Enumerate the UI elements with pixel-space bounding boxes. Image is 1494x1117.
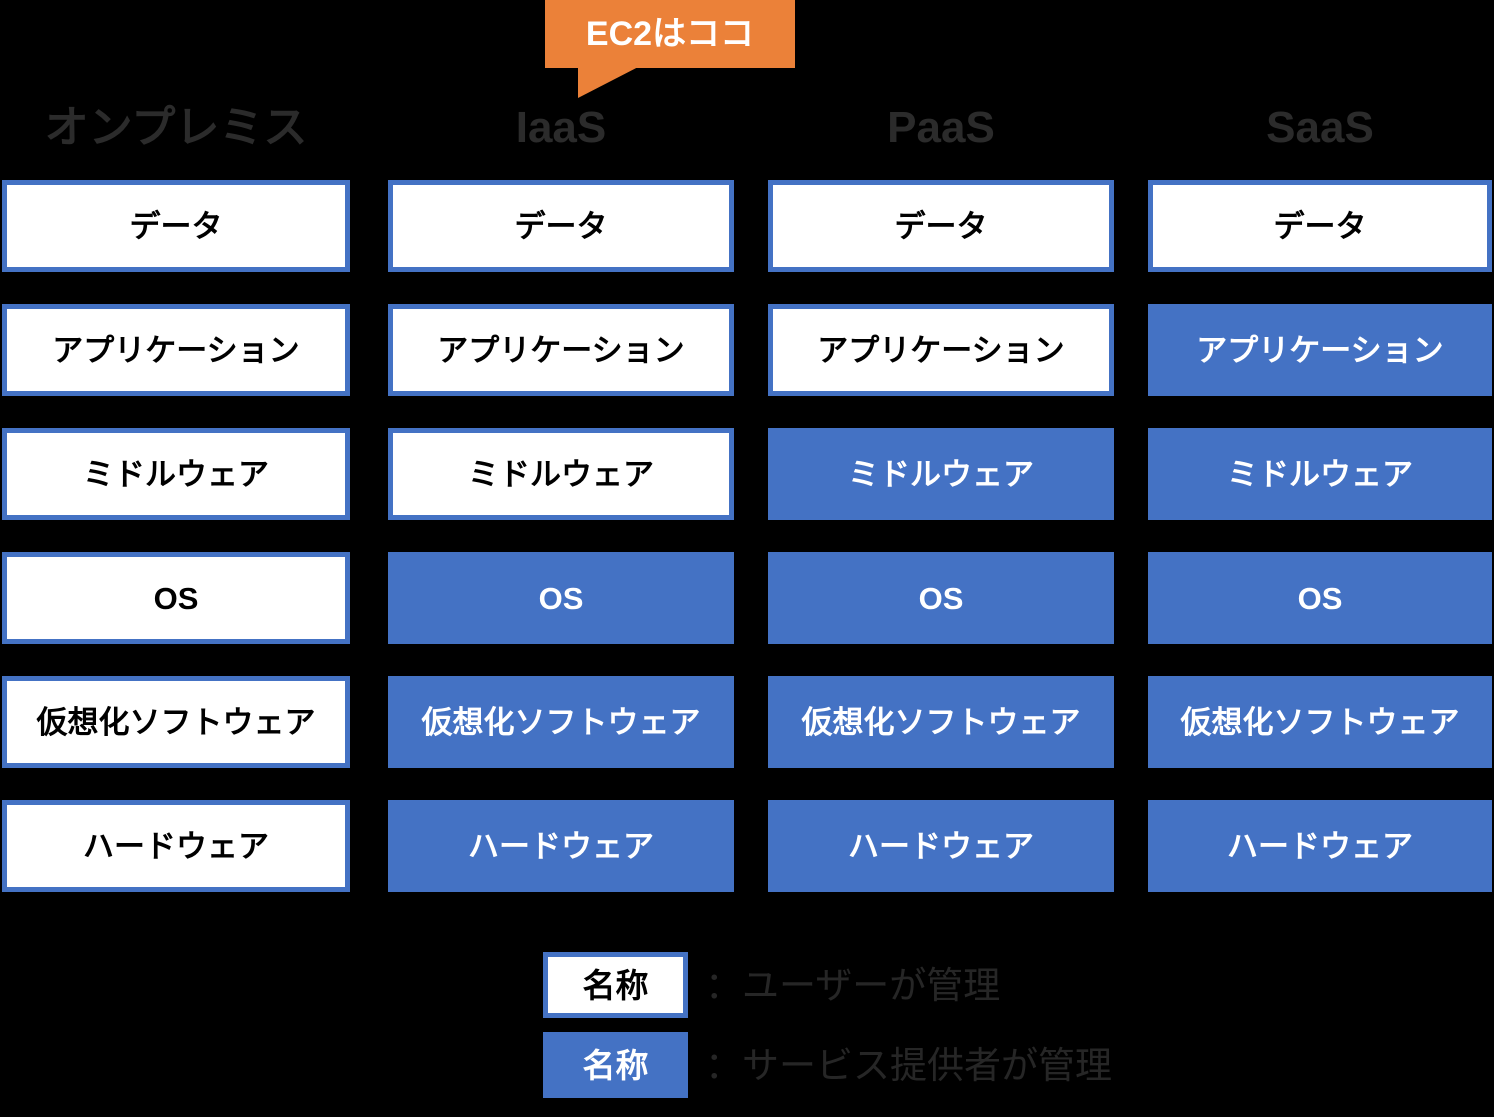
stack-cell-label: ミドルウェア xyxy=(848,456,1034,492)
stack-cell: ハードウェア xyxy=(768,800,1114,892)
stack-cell-label: アプリケーション xyxy=(437,332,685,368)
stack-cell: データ xyxy=(2,180,350,272)
stack-cell: ミドルウェア xyxy=(2,428,350,520)
stack-cell-label: OS xyxy=(1297,580,1343,616)
stack-cell-label: ハードウェア xyxy=(468,828,654,864)
stack-cell-label: 仮想化ソフトウェア xyxy=(421,704,701,740)
stack-cell: OS xyxy=(768,552,1114,644)
stack-cell: ミドルウェア xyxy=(768,428,1114,520)
stack-cell-label: ハードウェア xyxy=(83,828,269,864)
stack-cell: 仮想化ソフトウェア xyxy=(768,676,1114,768)
stack-cell: ハードウェア xyxy=(1148,800,1492,892)
stack-cell-label: ミドルウェア xyxy=(1227,456,1413,492)
stack-cell-label: OS xyxy=(538,580,584,616)
stack-cell: アプリケーション xyxy=(388,304,734,396)
stack-cell: データ xyxy=(388,180,734,272)
stack-cell: 仮想化ソフトウェア xyxy=(2,676,350,768)
stack-cell-label: アプリケーション xyxy=(52,332,300,368)
stack-cell-label: 仮想化ソフトウェア xyxy=(1180,704,1460,740)
column-header-2: IaaS xyxy=(515,103,607,152)
legend-swatch-label-user: 名称 xyxy=(582,966,649,1004)
stack-cell-label: 仮想化ソフトウェア xyxy=(36,704,316,740)
stack-cell-label: OS xyxy=(153,580,199,616)
stack-cell-label: ミドルウェア xyxy=(468,456,654,492)
legend-description-user: ：ユーザーが管理 xyxy=(705,964,1001,1006)
stack-cell: OS xyxy=(388,552,734,644)
stack-cell: データ xyxy=(1148,180,1492,272)
stack-cell: ミドルウェア xyxy=(388,428,734,520)
stack-cell-label: アプリケーション xyxy=(1196,332,1444,368)
stack-cell-label: アプリケーション xyxy=(817,332,1065,368)
stack-cell: アプリケーション xyxy=(768,304,1114,396)
ec2-callout-label: EC2はココ xyxy=(585,15,755,53)
stack-cell: 仮想化ソフトウェア xyxy=(388,676,734,768)
stack-cell: ハードウェア xyxy=(388,800,734,892)
legend-swatch-label-provider: 名称 xyxy=(582,1046,649,1084)
stack-cell: ハードウェア xyxy=(2,800,350,892)
stack-cell-label: データ xyxy=(894,208,988,244)
stack-cell-label: ハードウェア xyxy=(848,828,1034,864)
stack-cell: OS xyxy=(2,552,350,644)
stack-cell: アプリケーション xyxy=(1148,304,1492,396)
column-header-4: SaaS xyxy=(1266,103,1374,152)
stack-cell-label: データ xyxy=(1273,208,1367,244)
stack-cell-label: ハードウェア xyxy=(1227,828,1413,864)
stack-cell: アプリケーション xyxy=(2,304,350,396)
stack-cell-label: データ xyxy=(514,208,608,244)
legend-swatch-provider: 名称 xyxy=(543,1032,688,1098)
column-header-1: オンプレミス xyxy=(44,103,308,152)
stack-cell: データ xyxy=(768,180,1114,272)
legend-item-provider: 名称 ：サービス提供者が管理 xyxy=(543,1032,1112,1098)
legend-description-provider: ：サービス提供者が管理 xyxy=(705,1044,1112,1086)
legend-item-user: 名称 ：ユーザーが管理 xyxy=(543,952,1000,1018)
legend-swatch-user: 名称 xyxy=(543,952,688,1018)
stack-cell-label: データ xyxy=(129,208,223,244)
stack-cell-label: 仮想化ソフトウェア xyxy=(801,704,1081,740)
stack-cell-label: ミドルウェア xyxy=(83,456,269,492)
ec2-callout-badge: EC2はココ xyxy=(545,0,795,68)
stack-cell: ミドルウェア xyxy=(1148,428,1492,520)
stack-cell: OS xyxy=(1148,552,1492,644)
callout-tail-icon xyxy=(578,66,640,98)
column-header-3: PaaS xyxy=(887,103,995,152)
stack-cell-label: OS xyxy=(918,580,964,616)
stack-cell: 仮想化ソフトウェア xyxy=(1148,676,1492,768)
